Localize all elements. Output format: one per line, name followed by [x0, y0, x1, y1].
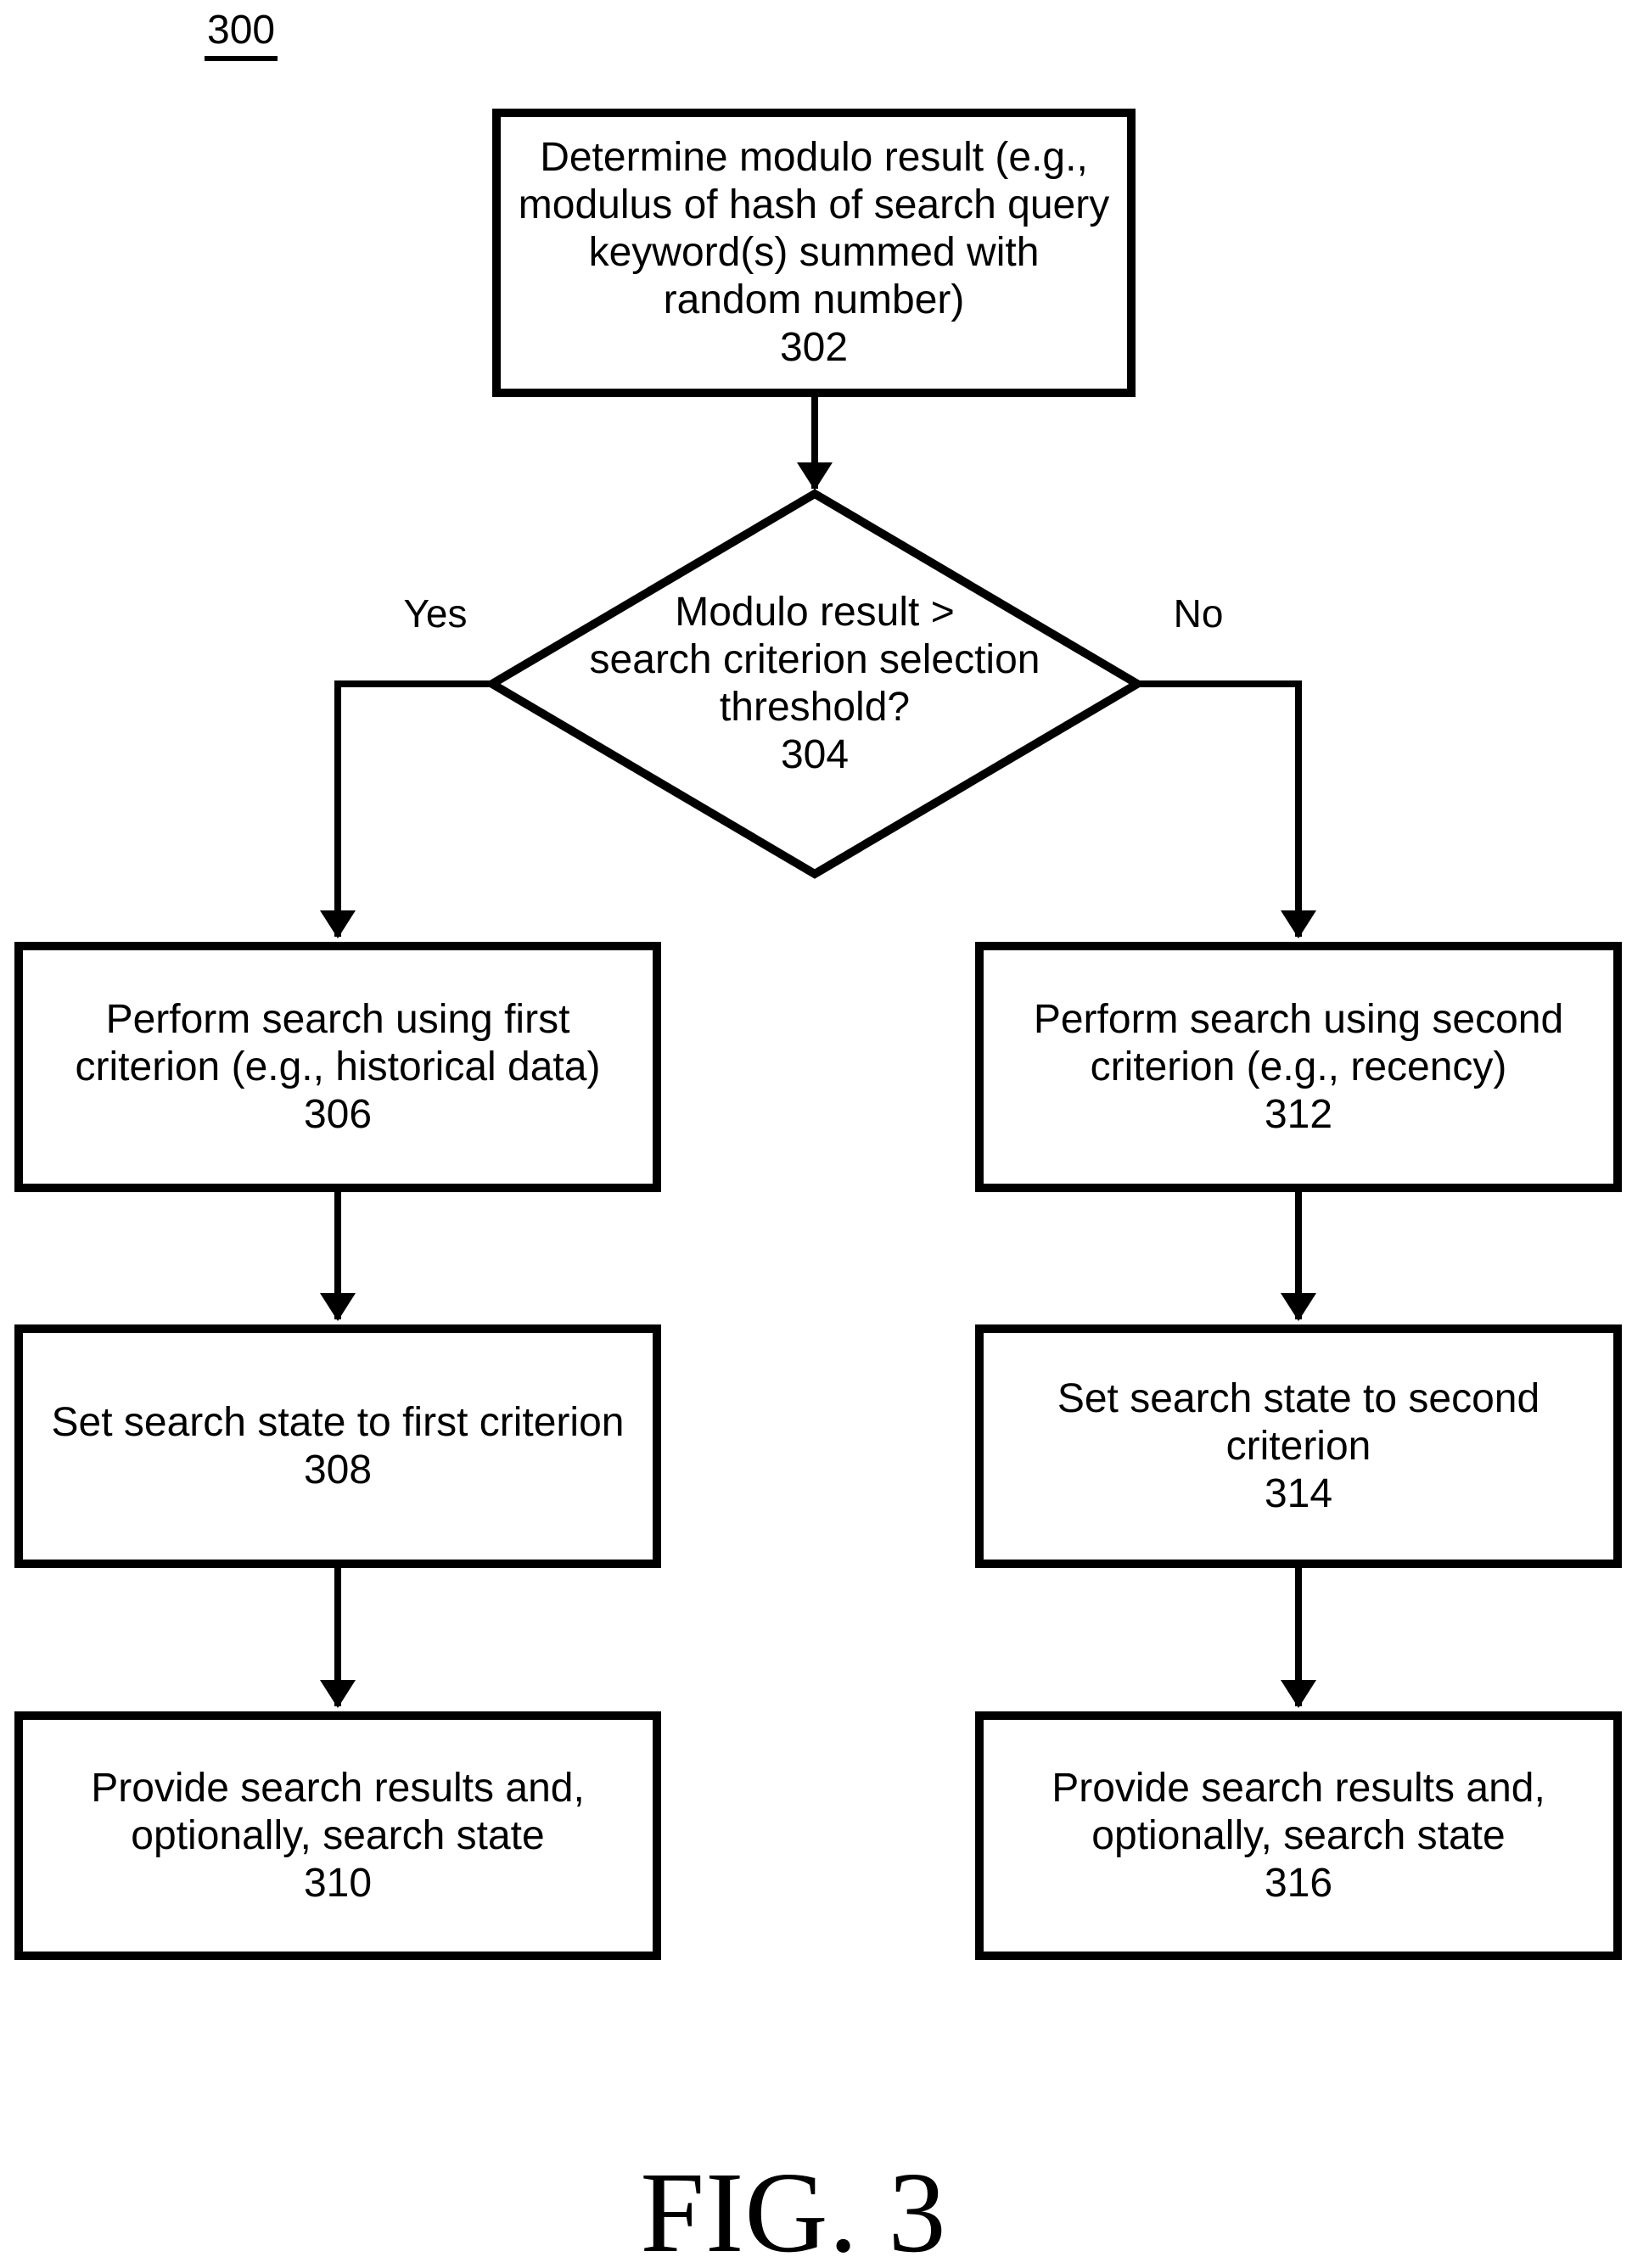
node-302-determine-modulo: Determine modulo result (e.g., modulus o…: [492, 109, 1136, 397]
node-314-text: Set search state to second criterion: [1057, 1375, 1540, 1469]
node-316-text: Provide search results and, optionally, …: [1052, 1765, 1545, 1858]
node-316-provide-results-second: Provide search results and, optionally, …: [975, 1711, 1622, 1960]
node-312-text: Perform search using second criterion (e…: [1033, 996, 1564, 1089]
node-304-text: Modulo result > search criterion selecti…: [589, 590, 1040, 730]
node-316-ref: 316: [1264, 1860, 1333, 1906]
figure-reference-label: 300: [205, 8, 278, 61]
decision-diamond-304: [484, 489, 1146, 879]
node-306-perform-first-criterion: Perform search using first criterion (e.…: [14, 942, 661, 1192]
node-308-set-first-criterion: Set search state to first criterion 308: [14, 1324, 661, 1568]
branch-label-yes: Yes: [403, 591, 468, 636]
node-312-ref: 312: [1264, 1091, 1333, 1137]
figure-caption: FIG. 3: [640, 2149, 947, 2268]
node-310-ref: 310: [303, 1860, 373, 1906]
node-314-set-second-criterion: Set search state to second criterion 314: [975, 1324, 1622, 1568]
node-314-ref: 314: [1264, 1470, 1333, 1516]
node-306-ref: 306: [303, 1091, 373, 1137]
node-302-text: Determine modulo result (e.g., modulus o…: [518, 135, 1110, 322]
node-304-modulo-decision: Modulo result > search criterion selecti…: [518, 589, 1112, 779]
edge-no-304-to-312: [1137, 680, 1316, 938]
node-302-ref: 302: [779, 325, 849, 370]
node-304-ref: 304: [780, 732, 850, 777]
node-308-text: Set search state to first criterion: [51, 1399, 625, 1445]
branch-label-no: No: [1173, 591, 1224, 636]
node-308-ref: 308: [303, 1447, 373, 1492]
edge-yes-304-to-306: [320, 680, 492, 938]
node-310-provide-results-first: Provide search results and, optionally, …: [14, 1711, 661, 1960]
node-306-text: Perform search using first criterion (e.…: [75, 996, 601, 1089]
node-312-perform-second-criterion: Perform search using second criterion (e…: [975, 942, 1622, 1192]
node-310-text: Provide search results and, optionally, …: [91, 1765, 585, 1858]
